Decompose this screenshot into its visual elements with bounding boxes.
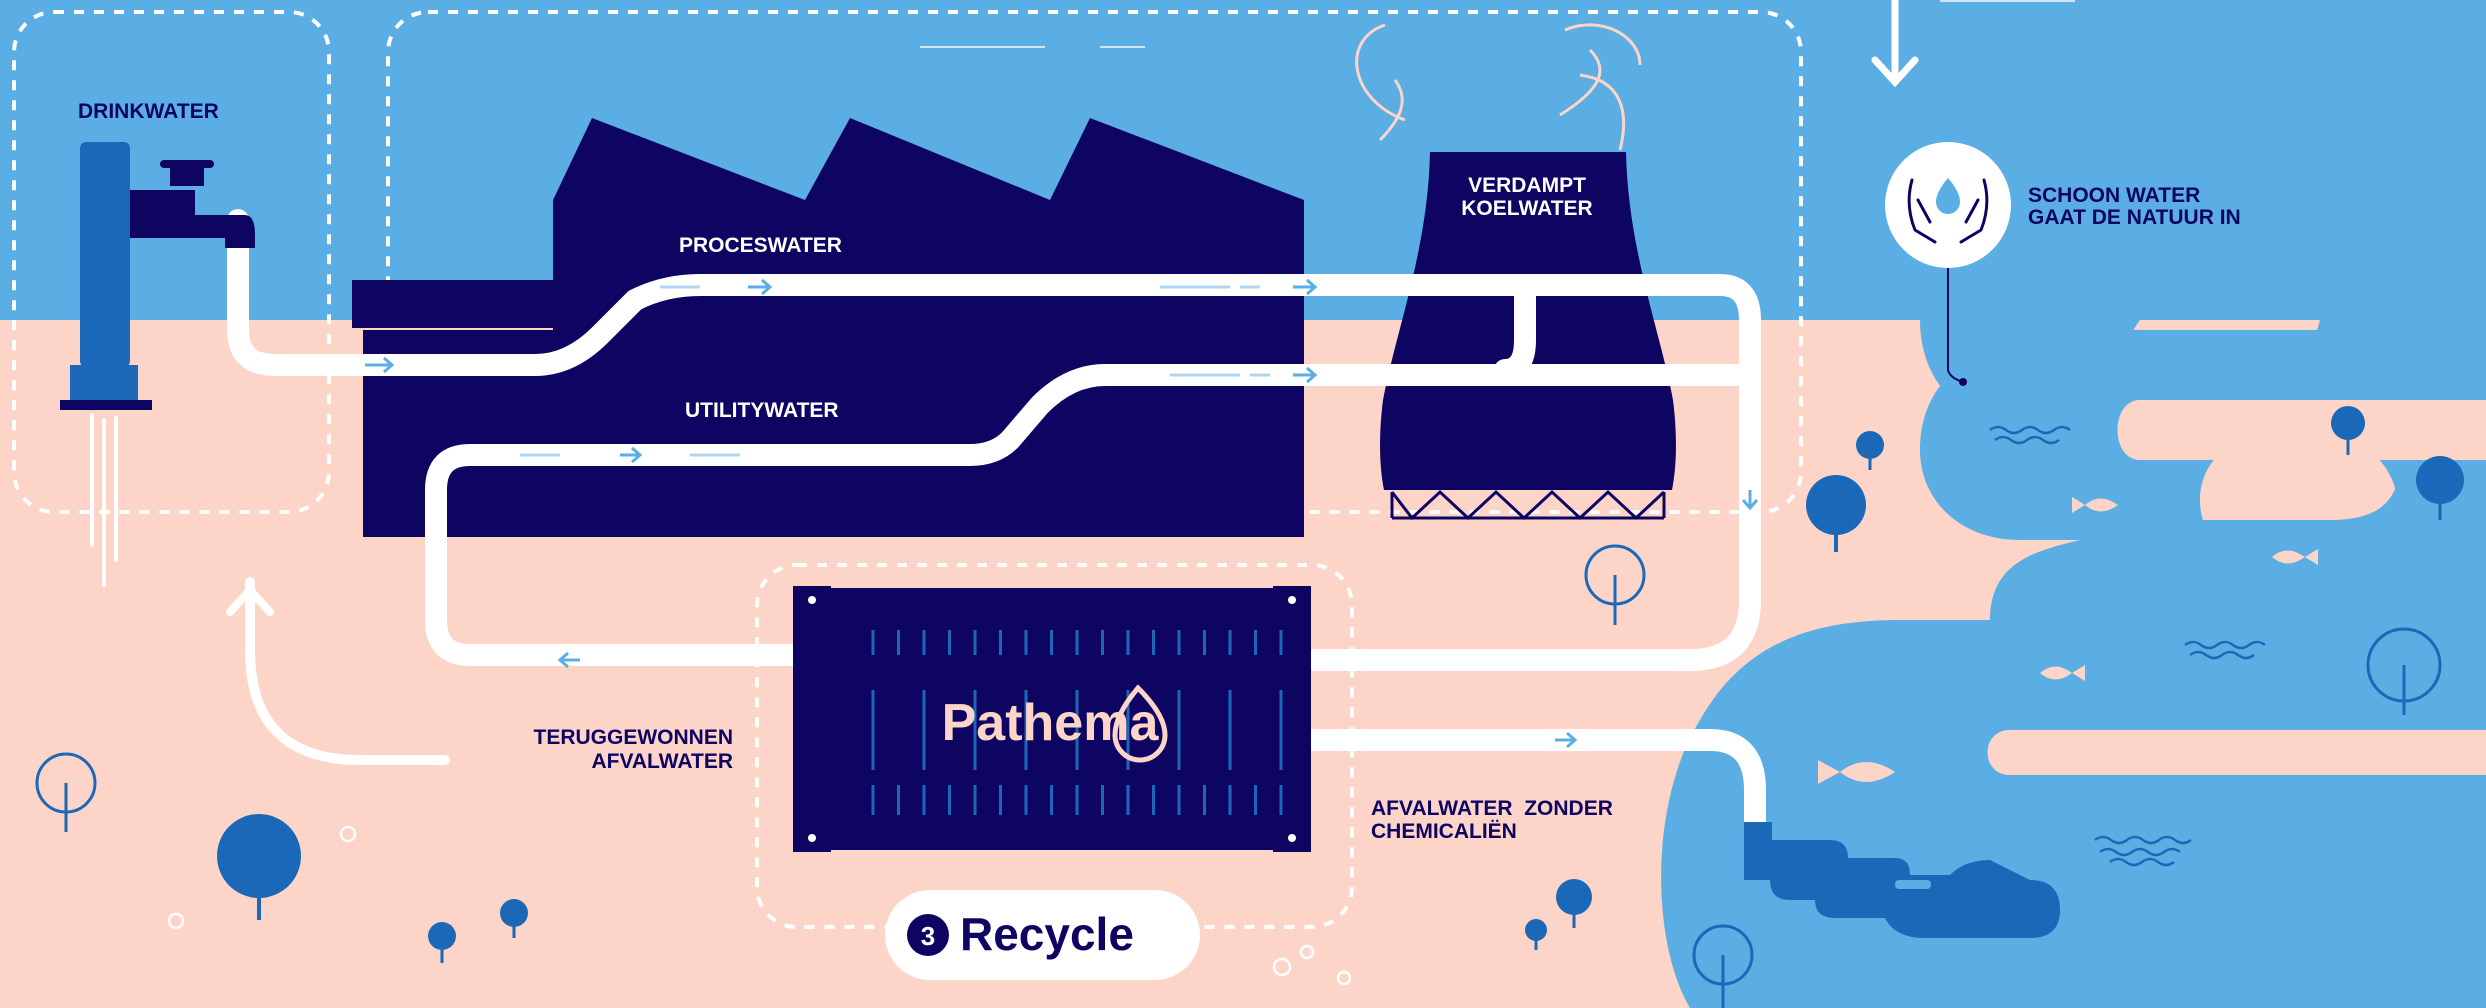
label-afval-2: CHEMICALIËN [1371,820,1517,843]
tree-outline-icon [35,544,2442,1008]
label-terug-2: AFVALWATER [591,750,733,773]
label-schoon-1: SCHOON WATER [2028,184,2200,207]
river-island-1 [2117,400,2486,460]
arrow-down-icon [1871,0,1919,88]
step-number: 3 [921,921,935,951]
flow-arrows [365,278,1759,749]
label-verdampt-2: KOELWATER [1461,197,1592,220]
brand-name: Pathema [942,694,1160,752]
outflow-highlight [1895,880,1931,889]
label-terug-1: TERUGGEWONNEN [534,726,734,749]
fish-icon [1818,497,2318,784]
label-verdampt-1: VERDAMPT [1468,174,1586,197]
river-island-3 [1989,730,2486,775]
hands-water-drop-icon [1885,142,2011,386]
tree-icon [217,406,2464,963]
river-island-2 [2060,555,2080,600]
label-schoon-2: GAAT DE NATUUR IN [2028,206,2241,229]
label-utilitywater: UTILITYWATER [685,399,839,422]
label-proceswater: PROCESWATER [679,234,842,257]
label-drinkwater: DRINKWATER [78,100,219,123]
steam-icon [1355,23,1642,151]
labels: DRINKWATER PROCESWATER UTILITYWATER VERD… [78,100,2241,843]
tap-water-stream [90,413,118,587]
water-tap-icon [60,142,255,410]
recycle-badge [885,890,1200,980]
water-waves [1989,425,2266,867]
arrow-up-icon [226,584,274,616]
step-label: Recycle [960,908,1134,960]
label-afval-1: AFVALWATER ZONDER [1371,797,1613,820]
container-icon [793,586,1311,852]
water-drop-icon [1112,684,1168,763]
decor-dots [167,825,1352,986]
sky-decor-lines [920,0,2075,48]
factory-icon [352,118,1304,537]
